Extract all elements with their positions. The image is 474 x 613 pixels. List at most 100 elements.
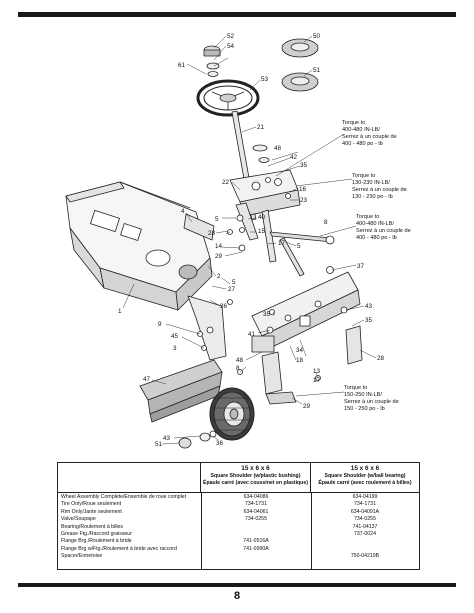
- part-label: 51: [155, 441, 163, 448]
- part-label: 48: [236, 357, 244, 364]
- svg-text:150 - 250 po - lb: 150 - 250 po - lb: [344, 406, 385, 412]
- svg-text:Torque to: Torque to: [352, 173, 375, 179]
- page-number: 8: [233, 590, 241, 602]
- svg-text:400-480 IN-LB/: 400-480 IN-LB/: [342, 127, 380, 133]
- svg-text:Torque to: Torque to: [356, 214, 379, 220]
- part-label: 23: [300, 197, 308, 204]
- part-label: 34: [296, 347, 304, 354]
- part-label: 29: [215, 253, 223, 260]
- part-label: 51: [313, 67, 321, 74]
- svg-text:150-250 IN-LB/: 150-250 IN-LB/: [344, 392, 382, 398]
- tractor-frame-icon: [65, 181, 213, 311]
- part-label: 16: [299, 186, 307, 193]
- spindle-icon: [251, 325, 363, 405]
- part-label: 27: [228, 286, 236, 293]
- svg-text:Torque to: Torque to: [342, 120, 365, 126]
- top-rule: [18, 12, 456, 17]
- table-header-blank: [58, 463, 201, 493]
- bottom-rule: [18, 583, 456, 587]
- part-label: 2: [217, 273, 221, 280]
- part-label: 50: [313, 33, 321, 40]
- part-label: 5: [215, 216, 219, 223]
- table-header-ball-bearing: 15 x 6 x 6 Square Shoulder (w/ball beari…: [311, 463, 419, 493]
- part-label: 52: [227, 33, 235, 40]
- mount-bracket-icon: [183, 213, 227, 361]
- part-label: 53: [261, 76, 269, 83]
- torque-callout-2: Torque to 130-230 IN-LB/ Serrez à un cou…: [352, 173, 407, 200]
- part-label: 5: [232, 279, 236, 286]
- part-label: 14: [215, 243, 223, 250]
- table-row: Wheel Assembly Complete/Ensemble de roue…: [61, 494, 378, 500]
- part-label: 1: [118, 308, 122, 315]
- torque-callout-1: Torque to 400-480 IN-LB/ Serrez à un cou…: [342, 120, 397, 147]
- part-label: 17: [278, 240, 286, 247]
- torque-callout-3: Torque to 400-480 IN-LB/ Serrez à un cou…: [356, 214, 411, 241]
- front-wheel-icon: [209, 387, 255, 441]
- part-label: 17: [313, 377, 321, 384]
- drag-link-icon: [269, 231, 335, 277]
- part-label: 22: [222, 179, 230, 186]
- part-label: 40: [258, 214, 266, 221]
- svg-text:400 - 480 po - lb: 400 - 480 po - lb: [356, 235, 397, 241]
- part-label: 15: [258, 228, 266, 235]
- steering-wheel-cap-icon: [281, 38, 319, 92]
- part-label: 54: [227, 43, 235, 50]
- part-label: 26: [220, 303, 228, 310]
- part-label: 35: [300, 162, 308, 169]
- front-bumper-icon: [139, 359, 223, 423]
- part-label: 8: [236, 365, 240, 372]
- part-label: 45: [171, 333, 179, 340]
- table-body: Wheel Assembly Complete/Ensemble de roue…: [58, 494, 419, 561]
- svg-text:Torque to: Torque to: [344, 385, 367, 391]
- part-label: 18: [296, 357, 304, 364]
- part-label: 29: [303, 403, 311, 410]
- part-label: 43: [365, 303, 373, 310]
- part-label: 35: [263, 311, 271, 318]
- table-header-plastic-bushing: 15 x 6 x 6 Square Shoulder (w/plastic bu…: [201, 463, 311, 493]
- leader-lines: [122, 35, 377, 445]
- hub-cap-icon: [178, 430, 217, 449]
- part-label: 8: [324, 219, 328, 226]
- front-axle-icon: [251, 271, 361, 351]
- svg-text:130 - 230 po - lb: 130 - 230 po - lb: [352, 194, 393, 200]
- steering-wheel-icon: [196, 79, 260, 117]
- part-label: 41: [248, 331, 256, 338]
- part-label: 5: [297, 243, 301, 250]
- wheel-specs-table: 15 x 6 x 6 Square Shoulder (w/plastic bu…: [57, 462, 420, 570]
- part-label: 3: [173, 345, 177, 352]
- svg-text:Serrez à un couple de: Serrez à un couple de: [342, 134, 397, 140]
- part-label: 28: [377, 355, 385, 362]
- torque-callout-4: Torque to 150-250 IN-LB/ Serrez à un cou…: [344, 385, 399, 412]
- part-label: 61: [178, 62, 186, 69]
- svg-text:Serrez à un couple de: Serrez à un couple de: [344, 399, 399, 405]
- part-label: 37: [357, 263, 365, 270]
- svg-text:400 - 480 po - lb: 400 - 480 po - lb: [342, 141, 383, 147]
- part-number-labels: 52 54 61 53 50 51 21 48 42 35 16 23 22 5…: [118, 33, 385, 448]
- steering-cap-icon: [203, 45, 221, 77]
- part-label: 4: [181, 208, 185, 215]
- hardware-bolt-icon: [197, 177, 348, 381]
- part-label: 13: [313, 368, 321, 375]
- svg-text:Serrez à un couple de: Serrez à un couple de: [356, 228, 411, 234]
- part-label: 28: [208, 230, 216, 237]
- exploded-parts-diagram: Torque to 400-480 IN-LB/ Serrez à un cou…: [65, 33, 411, 449]
- steering-bracket-icon: [229, 169, 301, 263]
- svg-text:400-480 IN-LB/: 400-480 IN-LB/: [356, 221, 394, 227]
- table-row: Flange Brg w/Ftg./Roulement à bride avec…: [61, 545, 269, 552]
- part-label: 36: [216, 440, 224, 447]
- part-label: 9: [158, 321, 162, 328]
- part-label: 42: [290, 154, 298, 161]
- svg-text:130-230 IN-LB/: 130-230 IN-LB/: [352, 180, 390, 186]
- svg-text:Serrez à un couple de: Serrez à un couple de: [352, 187, 407, 193]
- part-label: 48: [274, 145, 282, 152]
- part-label: 21: [257, 124, 265, 131]
- part-label: 47: [143, 376, 151, 383]
- part-label: 35: [365, 317, 373, 324]
